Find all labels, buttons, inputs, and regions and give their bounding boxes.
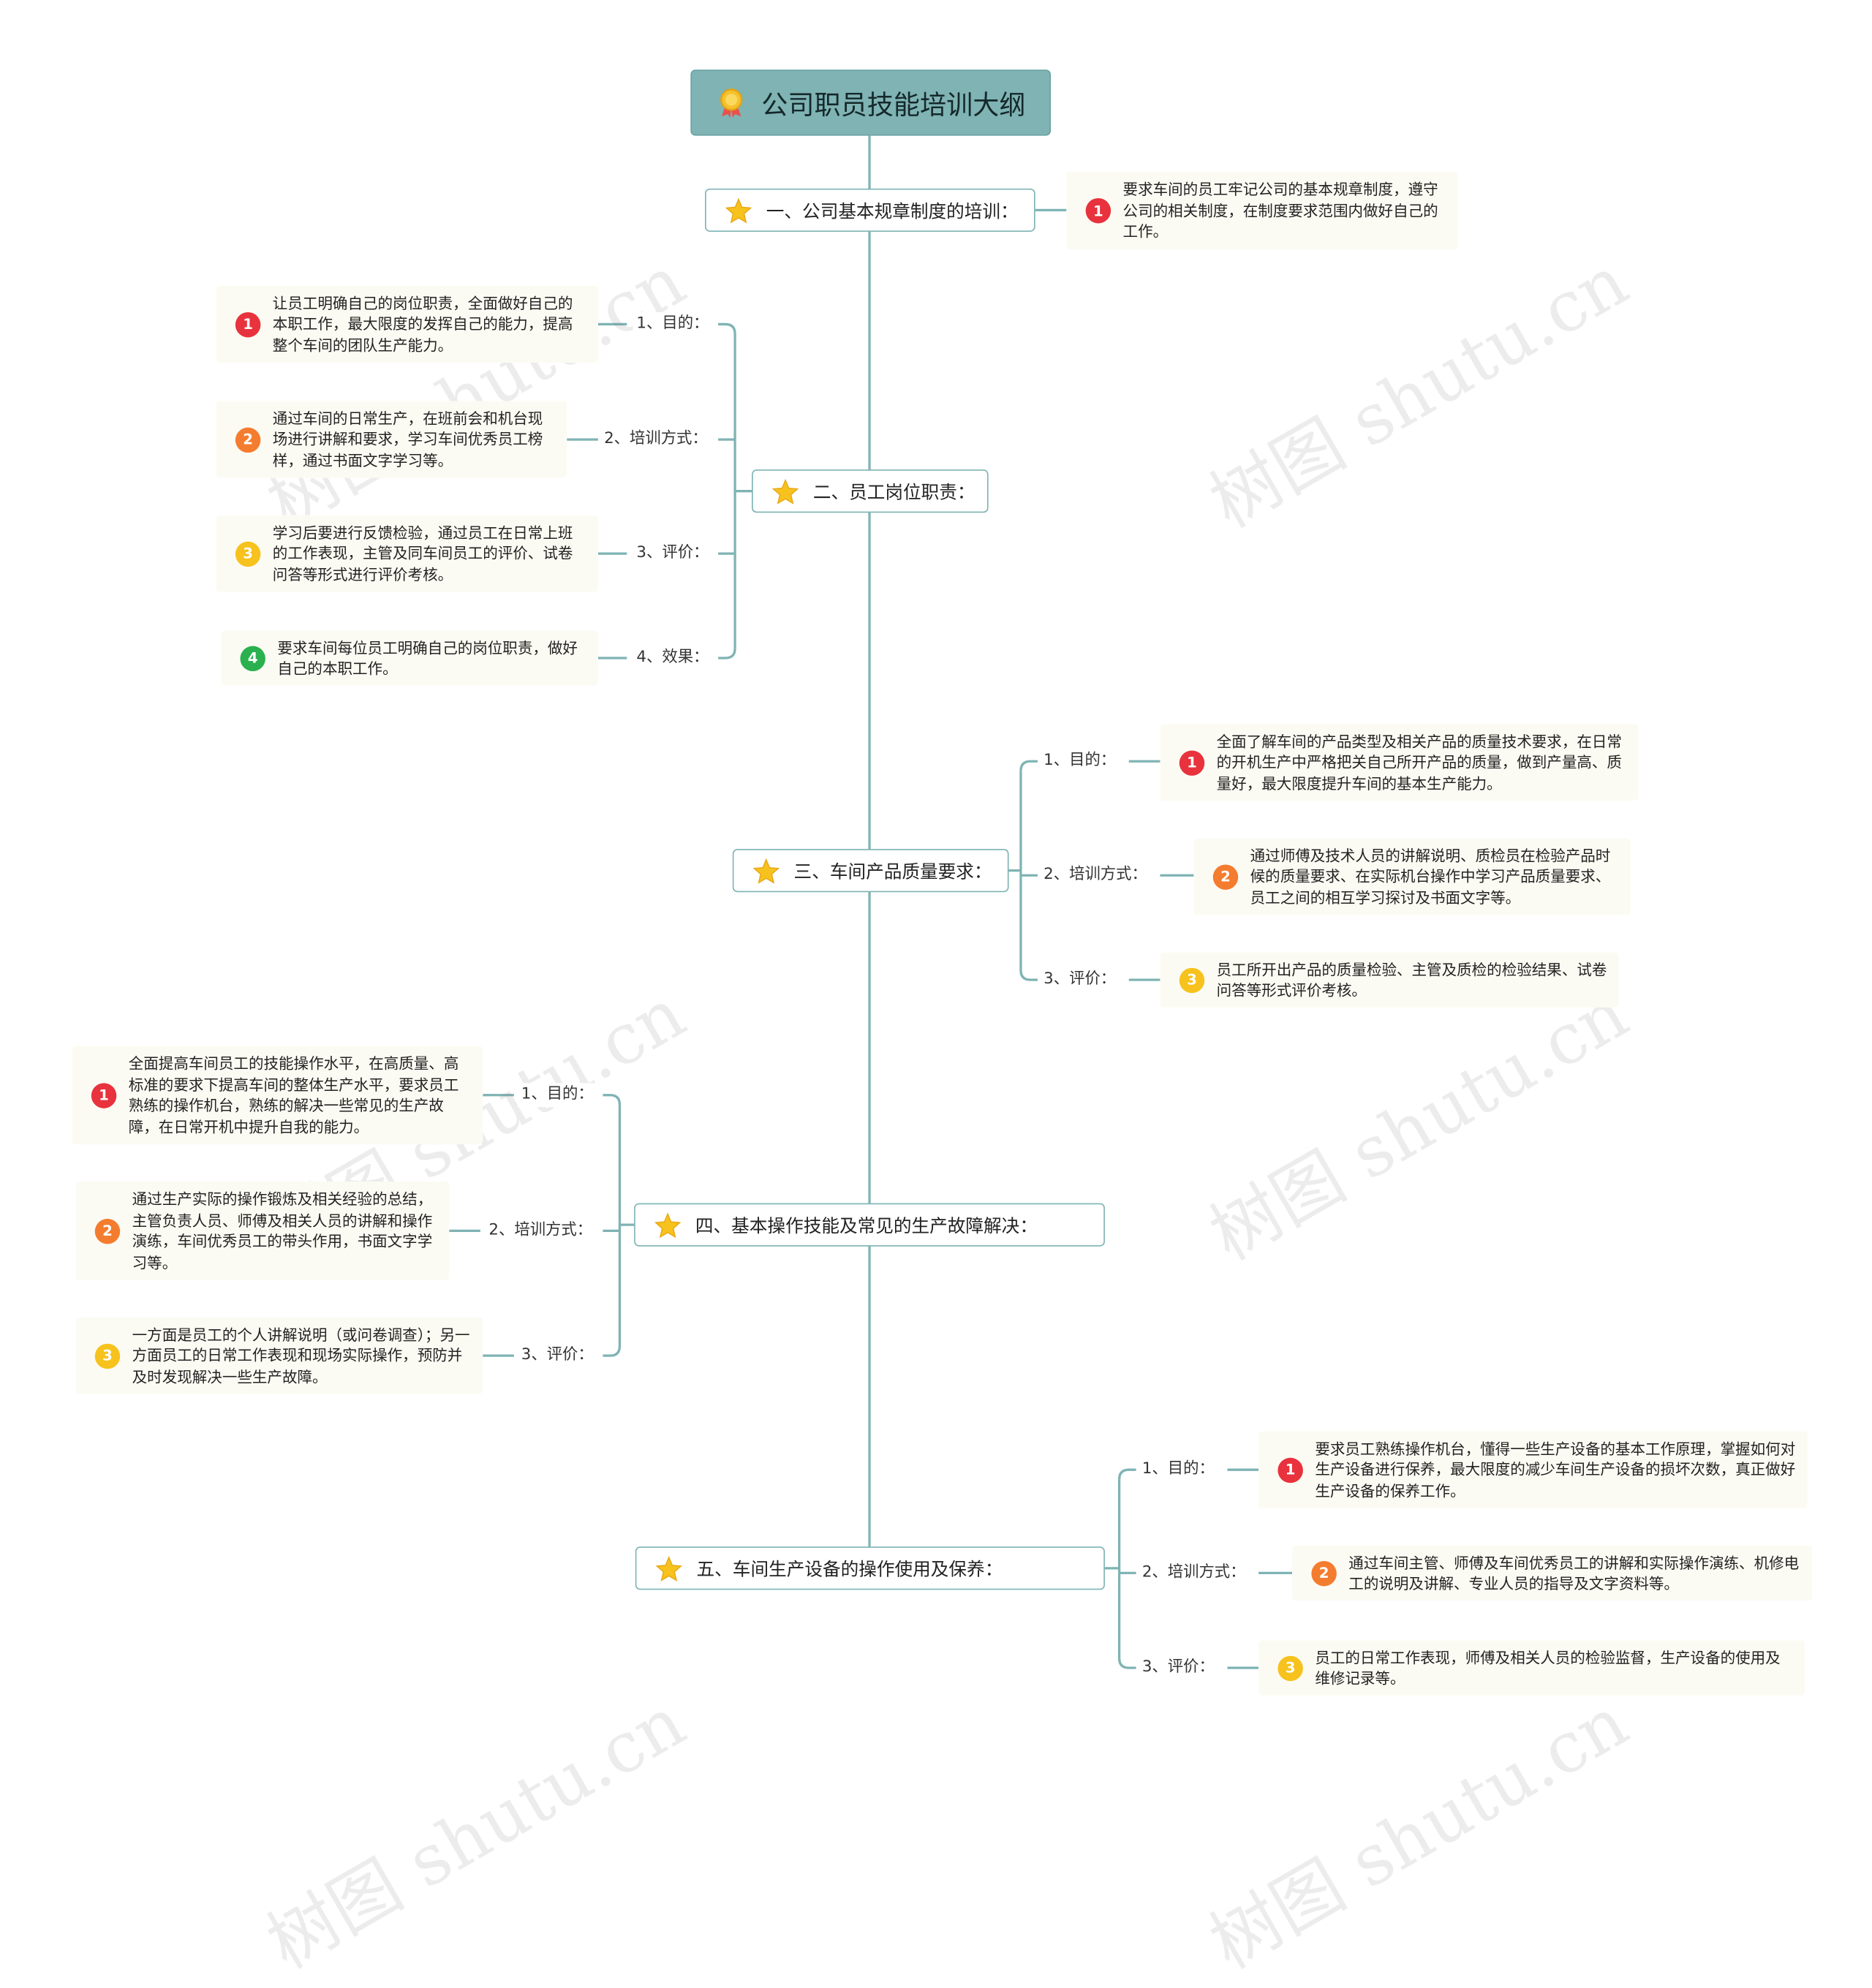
branch-label[interactable]: 3、评价： (517, 1343, 597, 1368)
star-icon (654, 1212, 682, 1238)
note-text: 通过生产实际的操作锻炼及相关经验的总结，主管负责人员、师傅及相关人员的讲解和操作… (132, 1190, 433, 1271)
note-text: 员工所开出产品的质量检验、主管及质检的检验结果、试卷问答等形式评价考核。 (1216, 960, 1607, 999)
note-text: 一方面是员工的个人讲解说明（或问卷调查）；另一方面员工的日常工作表现和现场实际操… (132, 1325, 470, 1386)
note-card[interactable]: 2 通过车间的日常生产，在班前会和机台现场进行讲解和要求，学习车间优秀员工榜样，… (216, 401, 567, 478)
note-text: 全面提高车间员工的技能操作水平，在高质量、高标准的要求下提高车间的整体生产水平，… (128, 1054, 459, 1135)
branch-label[interactable]: 2、培训方式： (1138, 1560, 1250, 1585)
number-3-icon: 3 (235, 540, 261, 567)
note-card[interactable]: 1 要求车间的员工牢记公司的基本规章制度，遵守公司的相关制度，在制度要求范围内做… (1066, 171, 1458, 250)
number-1-icon: 1 (1085, 197, 1112, 224)
number-2-icon: 2 (1212, 863, 1239, 890)
note-card[interactable]: 2 通过生产实际的操作锻炼及相关经验的总结，主管负责人员、师傅及相关人员的讲解和… (75, 1182, 450, 1280)
note-text: 通过师傅及技术人员的讲解说明、质检员在检验产品时候的质量要求、在实际机台操作中学… (1250, 846, 1611, 907)
note-card[interactable]: 3 员工的日常工作表现，师傅及相关人员的检验监督，生产设备的使用及维修记录等。 (1258, 1640, 1805, 1696)
section-title: 三、车间产品质量要求： (793, 860, 992, 882)
note-text: 通过车间的日常生产，在班前会和机台现场进行讲解和要求，学习车间优秀员工榜样，通过… (272, 409, 543, 469)
branch-label[interactable]: 1、目的： (633, 311, 713, 336)
number-1-icon: 1 (91, 1082, 117, 1108)
star-icon (752, 858, 780, 883)
number-1-icon: 1 (235, 311, 261, 337)
branch-label[interactable]: 2、培训方式： (600, 427, 712, 452)
note-card[interactable]: 1 全面了解车间的产品类型及相关产品的质量技术要求，在日常的开机生产中严格把关自… (1160, 724, 1639, 801)
note-card[interactable]: 1 要求员工熟练操作机台，懂得一些生产设备的基本工作原理，掌握如何对生产设备进行… (1258, 1431, 1808, 1508)
number-4-icon: 4 (240, 645, 265, 671)
note-card[interactable]: 2 通过车间主管、师傅及车间优秀员工的讲解和实际操作演练、机修电工的说明及讲解、… (1292, 1545, 1813, 1601)
number-3-icon: 3 (1179, 967, 1205, 993)
section-2-node[interactable]: 二、员工岗位职责： (752, 469, 989, 513)
branch-label[interactable]: 3、评价： (1138, 1655, 1218, 1680)
section-title: 五、车间生产设备的操作使用及保养： (696, 1557, 1003, 1580)
section-title: 二、员工岗位职责： (812, 480, 975, 503)
section-title: 四、基本操作技能及常见的生产故障解决： (695, 1214, 1038, 1236)
note-card[interactable]: 2 通过师傅及技术人员的讲解说明、质检员在检验产品时候的质量要求、在实际机台操作… (1193, 838, 1631, 915)
note-text: 全面了解车间的产品类型及相关产品的质量技术要求，在日常的开机生产中严格把关自己所… (1216, 732, 1622, 793)
number-1-icon: 1 (1277, 1456, 1303, 1483)
section-1-node[interactable]: 一、公司基本规章制度的培训： (705, 188, 1035, 232)
branch-label[interactable]: 2、培训方式： (485, 1218, 597, 1243)
number-1-icon: 1 (1179, 749, 1205, 776)
number-2-icon: 2 (94, 1218, 121, 1244)
star-icon (725, 197, 752, 223)
branch-label[interactable]: 4、效果： (633, 646, 713, 670)
note-card[interactable]: 3 学习后要进行反馈检验，通过员工在日常上班的工作表现，主管及同车间员工的评价、… (216, 515, 598, 592)
mind-map-canvas: 树图 shutu.cn 树图 shutu.cn 树图 shutu.cn 树图 s… (72, 69, 1813, 1984)
note-card[interactable]: 1 全面提高车间员工的技能操作水平，在高质量、高标准的要求下提高车间的整体生产水… (72, 1046, 483, 1145)
note-text: 要求员工熟练操作机台，懂得一些生产设备的基本工作原理，掌握如何对生产设备进行保养… (1315, 1439, 1796, 1500)
note-text: 通过车间主管、师傅及车间优秀员工的讲解和实际操作演练、机修电工的说明及讲解、专业… (1348, 1553, 1800, 1592)
branch-label[interactable]: 3、评价： (1040, 967, 1120, 992)
branch-label[interactable]: 2、培训方式： (1040, 863, 1151, 888)
note-card[interactable]: 3 一方面是员工的个人讲解说明（或问卷调查）；另一方面员工的日常工作表现和现场实… (75, 1317, 483, 1394)
note-text: 学习后要进行反馈检验，通过员工在日常上班的工作表现，主管及同车间员工的评价、试卷… (272, 523, 573, 583)
section-title: 一、公司基本规章制度的培训： (766, 200, 1019, 222)
note-text: 员工的日常工作表现，师傅及相关人员的检验监督，生产设备的使用及维修记录等。 (1315, 1648, 1781, 1687)
branch-label[interactable]: 3、评价： (633, 541, 713, 566)
number-2-icon: 2 (235, 426, 261, 453)
section-3-node[interactable]: 三、车间产品质量要求： (732, 849, 1009, 893)
section-4-node[interactable]: 四、基本操作技能及常见的生产故障解决： (634, 1203, 1105, 1247)
section-5-node[interactable]: 五、车间生产设备的操作使用及保养： (635, 1546, 1105, 1590)
root-title: 公司职员技能培训大纲 (761, 90, 1026, 121)
star-icon (771, 478, 799, 504)
number-3-icon: 3 (1277, 1655, 1303, 1681)
medal-icon (720, 88, 743, 118)
note-card[interactable]: 3 员工所开出产品的质量检验、主管及质检的检验结果、试卷问答等形式评价考核。 (1160, 952, 1619, 1008)
root-node[interactable]: 公司职员技能培训大纲 (690, 69, 1052, 136)
note-card[interactable]: 1 让员工明确自己的岗位职责，全面做好自己的本职工作，最大限度的发挥自己的能力，… (216, 285, 598, 363)
note-text: 要求车间的员工牢记公司的基本规章制度，遵守公司的相关制度，在制度要求范围内做好自… (1122, 180, 1438, 241)
branch-label[interactable]: 1、目的： (1138, 1457, 1218, 1482)
number-2-icon: 2 (1311, 1560, 1337, 1586)
note-card[interactable]: 4 要求车间每位员工明确自己的岗位职责，做好自己的本职工作。 (221, 630, 598, 686)
note-text: 要求车间每位员工明确自己的岗位职责，做好自己的本职工作。 (277, 638, 578, 678)
star-icon (655, 1555, 682, 1581)
note-text: 让员工明确自己的岗位职责，全面做好自己的本职工作，最大限度的发挥自己的能力，提高… (272, 293, 573, 355)
branch-label[interactable]: 1、目的： (517, 1083, 597, 1108)
number-3-icon: 3 (94, 1342, 121, 1369)
branch-label[interactable]: 1、目的： (1040, 749, 1120, 774)
